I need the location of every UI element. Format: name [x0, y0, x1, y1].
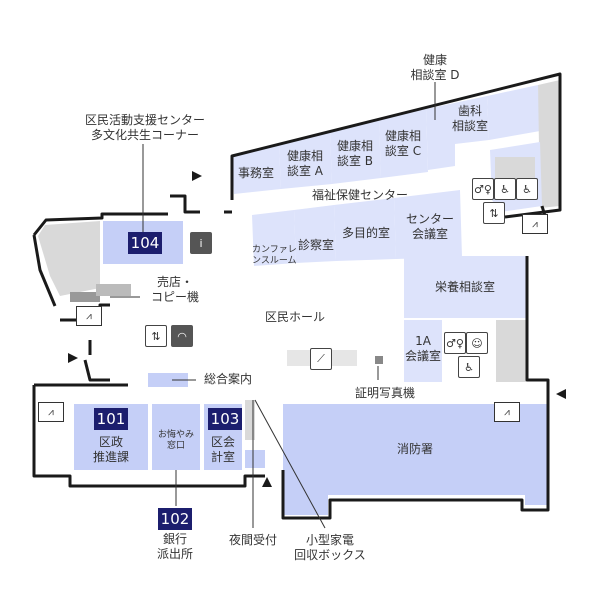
shinsatsu-fill: [294, 205, 336, 263]
stairs-icon: ⩘: [522, 214, 548, 234]
label-baiten: 売店・ コピー機: [150, 275, 199, 304]
baby-changing-icon: ☺: [466, 332, 488, 354]
wheelchair-icon: ♿: [516, 178, 538, 200]
entrance-arrow-icon: [262, 477, 272, 487]
label-yakan: 夜間受付: [228, 533, 277, 547]
wheelchair-icon: ♿: [458, 356, 480, 378]
entrance-arrow-icon: [556, 389, 566, 399]
label-kusei: 区政 推進課: [92, 435, 129, 464]
label-ginko: 銀行 派出所: [156, 532, 193, 561]
label-kenko-a: 健康相 談室 A: [286, 149, 324, 178]
eiyo-fill: [404, 256, 526, 318]
room-number-102: 102: [158, 508, 192, 530]
elevator-icon: ⇅: [145, 325, 167, 347]
label-shika: 歯科 相談室: [451, 104, 488, 133]
label-fukushi: 福祉保健センター: [311, 188, 408, 202]
tamokuteki-fill: [334, 198, 396, 261]
okuyami-fill: [152, 404, 200, 470]
shika-fill: [487, 85, 540, 140]
label-shobosho: 消防署: [396, 442, 433, 456]
conference-fill: [252, 210, 296, 266]
label-kogata: 小型家電 回収ボックス: [294, 533, 366, 562]
leader-lines: [110, 82, 436, 529]
room-number-103: 103: [208, 408, 242, 430]
label-room-1a: 1A 会議室: [404, 334, 441, 363]
label-jimushitsu: 事務室: [237, 166, 274, 180]
label-okuyami: お悔やみ 窓口: [157, 430, 194, 451]
kenko-d-fill: [426, 96, 489, 170]
room-1a-fill: [404, 320, 442, 382]
right-gray-top: [538, 80, 560, 208]
wifi-icon: ◠: [171, 325, 193, 347]
information-icon: i: [190, 232, 212, 254]
restroom-icon: ♂♀: [444, 332, 466, 354]
label-center-kaigi: センター 会議室: [405, 212, 454, 241]
restroom-icon: ♂♀: [472, 178, 494, 200]
label-kumin-katsudo: 区民活動支援センター 多文化共生コーナー: [84, 113, 205, 142]
label-conference: カンファレ ンスルーム: [252, 245, 297, 266]
yakan-fill: [245, 450, 265, 468]
entrance-arrow-icon: [68, 353, 78, 363]
label-kenko-d: 健康 相談室 D: [410, 53, 460, 82]
gray-right-block: [496, 320, 526, 382]
baiten-gray-a: [70, 292, 100, 302]
label-eiyo: 栄養相談室: [434, 280, 495, 294]
entrance-arrow-icon: [192, 171, 202, 181]
room-number-101: 101: [94, 408, 128, 430]
kenko-b-fill: [330, 120, 381, 184]
stairs-icon: ⩘: [76, 306, 102, 326]
inner-lines: [149, 404, 203, 472]
label-shomei: 証明写真機: [354, 386, 415, 400]
baby-changing-icon: ♿: [494, 178, 516, 200]
kenko-c-fill: [379, 109, 428, 178]
sogo-annai-fill: [148, 373, 188, 387]
label-kukai: 区会 計室: [210, 435, 235, 464]
label-sogo-annai: 総合案内: [203, 372, 252, 386]
baiten-gray-b: [96, 284, 131, 296]
label-kenko-b: 健康相 談室 B: [336, 139, 374, 168]
gray-pillar: [245, 400, 255, 440]
room-number-104: 104: [128, 232, 162, 254]
stairs-icon: ⩘: [494, 402, 520, 422]
label-shinsatsu: 診察室: [297, 238, 334, 252]
shobosho-fill: [283, 404, 548, 515]
left-gray: [38, 221, 100, 296]
escalator-icon: ⟋: [310, 348, 332, 370]
label-kumin-hall: 区民ホール: [264, 310, 325, 324]
center-kaigi-fill: [394, 190, 462, 259]
elevator-icon: ⇅: [483, 202, 505, 224]
jimushitsu-fill: [232, 145, 281, 194]
stairs-icon: ⩘: [38, 402, 64, 422]
walls: [32, 72, 562, 520]
label-kenko-c: 健康相 談室 C: [384, 129, 422, 158]
entrance-arrows: [68, 171, 566, 487]
label-tamokuteki: 多目的室: [341, 226, 390, 240]
kenko-a-fill: [279, 132, 332, 189]
shomei-mark: [375, 356, 383, 364]
